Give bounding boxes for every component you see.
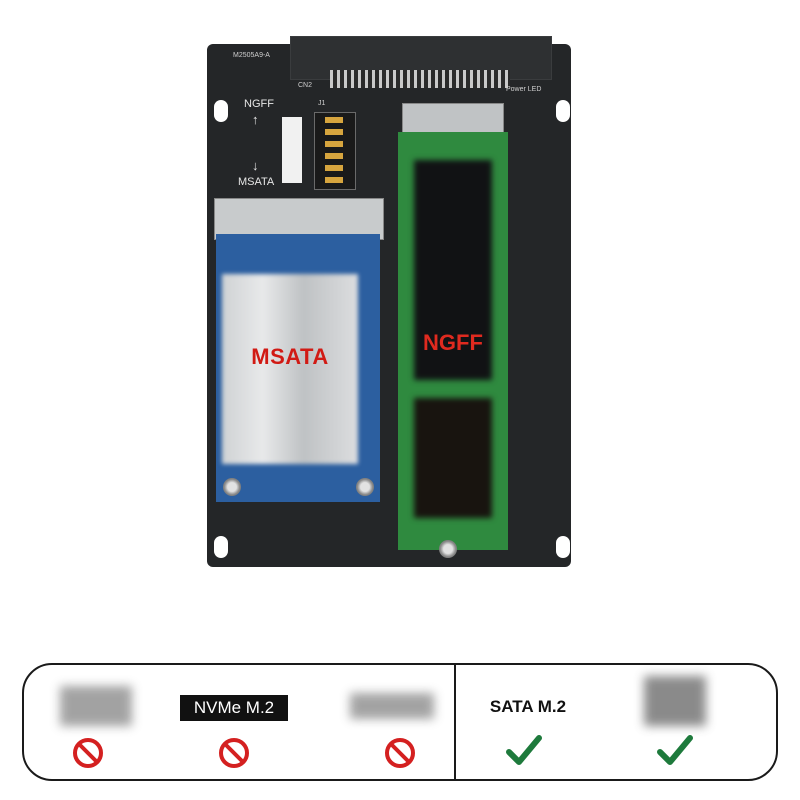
- mount-hole: [556, 100, 570, 122]
- switch-label-msata: MSATA: [238, 176, 275, 188]
- nvme-m2-label: NVMe M.2: [180, 695, 288, 721]
- blurred-product-label: [644, 676, 706, 726]
- blurred-product-label: [60, 686, 132, 726]
- sata-m2-label: SATA M.2: [489, 697, 567, 716]
- msata-card-sticker: [222, 274, 358, 464]
- screw-icon: [356, 478, 374, 496]
- arrow-up-icon: ↑: [252, 112, 259, 127]
- mount-hole: [556, 536, 570, 558]
- compatibility-divider: [454, 663, 456, 781]
- arrow-down-icon: ↓: [252, 158, 259, 173]
- msata-card-label: MSATA: [251, 344, 329, 369]
- prohibited-icon: [219, 738, 249, 768]
- mode-selector-switch[interactable]: [314, 112, 356, 190]
- ngff-card-label: NGFF: [423, 330, 483, 355]
- power-led-label: Power LED: [506, 86, 542, 93]
- checkmark-icon: [506, 735, 542, 765]
- mount-hole: [214, 100, 228, 122]
- connector-pins: [330, 70, 510, 88]
- screw-icon: [223, 478, 241, 496]
- checkmark-icon: [657, 735, 693, 765]
- board-model-text: M2505A9-A: [233, 52, 270, 59]
- prohibited-icon: [73, 738, 103, 768]
- connector-label: CN2: [298, 82, 313, 89]
- screw-icon: [439, 540, 457, 558]
- switch-marker: [282, 117, 302, 183]
- ngff-memory-chip: [414, 398, 492, 518]
- jumper-label: J1: [318, 100, 326, 107]
- prohibited-icon: [385, 738, 415, 768]
- blurred-product-label: [350, 693, 434, 719]
- switch-label-ngff: NGFF: [244, 98, 274, 110]
- mount-hole: [214, 536, 228, 558]
- ngff-controller-chip: [414, 160, 492, 380]
